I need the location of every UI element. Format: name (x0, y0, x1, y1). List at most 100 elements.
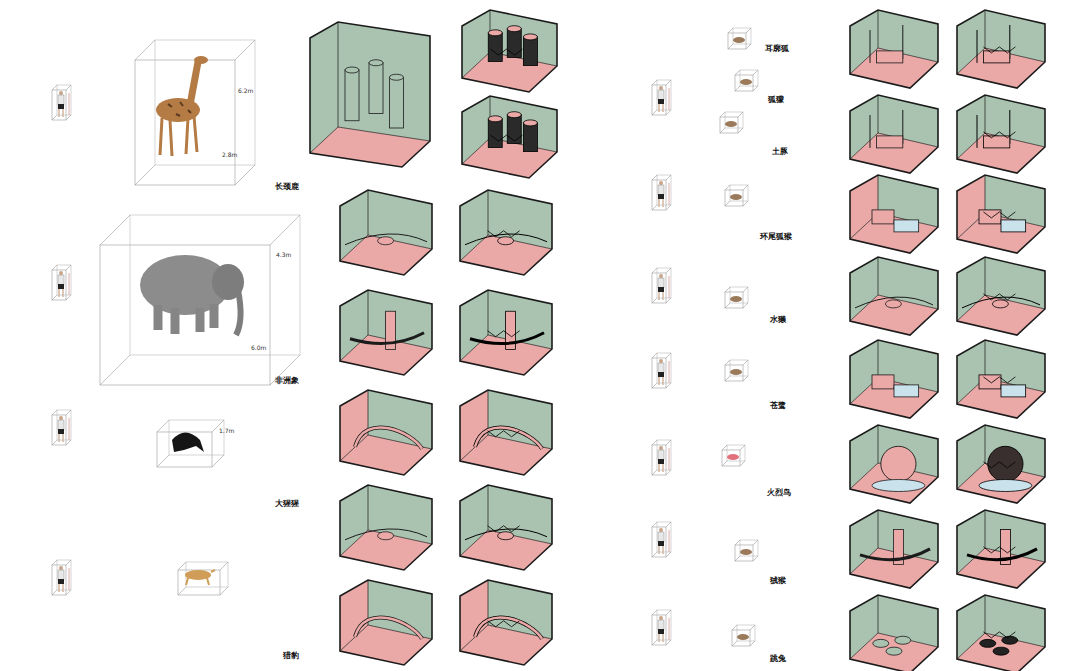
giraffe-head (194, 56, 208, 64)
animal-name: 环尾狐猴 (760, 233, 792, 242)
wireframe-box (186, 562, 228, 587)
giraffe-spots (168, 102, 191, 116)
cube-inner-edge (957, 95, 985, 159)
cube-inner-edge (462, 10, 490, 78)
mesh-detail (488, 331, 520, 337)
cube-inner-edge (340, 390, 368, 461)
wireframe-box (135, 60, 235, 185)
wireframe-box (52, 565, 66, 595)
mesh-detail (983, 547, 1015, 553)
human-body (658, 620, 664, 630)
cube-floor (850, 633, 938, 671)
small-animal (733, 37, 745, 43)
wireframe-edge (725, 360, 748, 381)
cylinder (389, 77, 403, 128)
cube-outline (460, 290, 552, 375)
cube-inner-edge (488, 235, 552, 249)
dimension-label: 6.2m (238, 88, 253, 95)
cylinder-top (523, 34, 537, 40)
stepping-stone (886, 647, 902, 655)
small-animal (730, 296, 742, 302)
cube-outline (957, 510, 1045, 588)
frame-line (870, 110, 903, 148)
branch (860, 549, 930, 560)
human-shorts (658, 541, 664, 546)
human-head (59, 271, 63, 275)
cube-floor (957, 295, 1045, 335)
wireframe-edge (652, 440, 671, 475)
cube-inner-edge (460, 290, 488, 361)
human-body (58, 420, 64, 430)
cube-inner-edge (368, 530, 432, 544)
human-head (659, 274, 663, 278)
cube-outline (310, 22, 430, 167)
human-head (659, 616, 663, 620)
cube-inner-edge (310, 22, 338, 153)
human-head (659, 528, 663, 532)
terrain-curve (465, 234, 547, 245)
platform (983, 136, 1009, 148)
block (894, 385, 919, 397)
human-shorts (658, 99, 664, 104)
mesh-detail (983, 47, 1015, 53)
wireframe-box (100, 245, 270, 385)
cylinder (345, 70, 359, 121)
cube-outline (850, 510, 938, 588)
height-line (669, 183, 670, 205)
animal-name: 苍鹭 (770, 402, 786, 411)
cylinder (488, 33, 502, 62)
cube-outline (462, 10, 557, 92)
pool (979, 480, 1032, 492)
hole (992, 300, 1008, 308)
wireframe-edge (157, 420, 224, 467)
hole (498, 237, 514, 245)
stepping-stone (993, 647, 1009, 655)
cube-floor (957, 633, 1045, 671)
height-line (69, 418, 70, 440)
cube-inner-edge (850, 510, 878, 574)
human-shorts (658, 287, 664, 292)
cube-outline (957, 595, 1045, 671)
cylinder-top (507, 26, 521, 32)
hole (378, 237, 394, 245)
cube-outline (957, 10, 1045, 88)
wireframe-box (652, 180, 666, 210)
wireframe-edge (652, 175, 671, 210)
cylinder (369, 63, 383, 114)
giraffe-neck (190, 62, 198, 105)
cube-inner-edge (460, 390, 488, 461)
human-legs (659, 292, 663, 300)
cylinder-top (488, 30, 502, 36)
cylinder (523, 37, 537, 66)
branch (470, 333, 544, 344)
human-head (659, 359, 663, 363)
cylinder (507, 115, 521, 144)
human-shorts (58, 104, 64, 109)
height-line (669, 88, 670, 110)
cube-floor (850, 48, 938, 88)
cube-back-wall (338, 22, 430, 141)
hole (498, 532, 514, 540)
wireframe-edge (652, 522, 671, 557)
height-line (69, 568, 70, 590)
cube-inner-edge (460, 580, 488, 651)
cube-outline (957, 425, 1045, 503)
curved-band (475, 617, 542, 638)
wireframe-box (169, 420, 224, 455)
cube-floor (462, 138, 557, 178)
cube-outline (460, 580, 552, 665)
cube-floor (310, 127, 430, 167)
cube-outline (957, 95, 1045, 173)
stepping-stone (873, 639, 889, 647)
mesh-detail (488, 526, 520, 532)
cube-inner-edge (850, 95, 878, 159)
human-head (659, 181, 663, 185)
human-legs (659, 104, 663, 112)
human-legs (659, 464, 663, 472)
wireframe-edge (722, 445, 745, 466)
cube-outline (460, 190, 552, 275)
block (872, 375, 894, 389)
mesh-detail (983, 632, 1015, 638)
cylinder-top (345, 67, 359, 73)
human-shorts (658, 459, 664, 464)
